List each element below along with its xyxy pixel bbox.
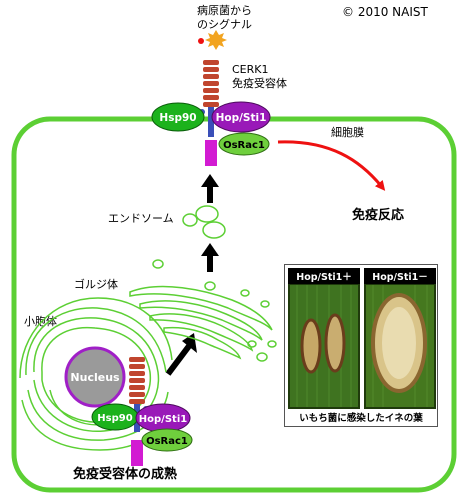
hsp90-bottom-label: Hsp90 xyxy=(97,413,132,424)
pathogen-signal-dot xyxy=(198,38,204,44)
endosome-label: エンドソーム xyxy=(108,212,174,225)
maturation-label: 免疫受容体の成熟 xyxy=(73,466,177,482)
hop-sti1-top: Hop/Sti1 xyxy=(211,101,271,133)
photo-right-label: Hop/Sti1－ xyxy=(372,272,428,283)
copyright-text: © 2010 NAIST xyxy=(342,5,429,19)
photo-caption: いもち菌に感染したイネの葉 xyxy=(299,413,423,424)
nucleus-label: Nucleus xyxy=(70,371,120,384)
endosome-vesicles xyxy=(182,205,226,239)
membrane-label: 細胞膜 xyxy=(331,126,364,139)
golgi-apparatus xyxy=(129,259,277,362)
rice-leaf-photos: Hop/Sti1＋ Hop/Sti1－ xyxy=(288,268,436,409)
transport-arrow-upper xyxy=(201,174,219,203)
rice-leaf-photo-panel: Hop/Sti1＋ Hop/Sti1－ いもち菌に感染したイネの葉 xyxy=(284,264,438,427)
osrac1-top: OsRac1 xyxy=(218,132,270,156)
lesion-left-1 xyxy=(300,318,322,374)
lesion-left-2 xyxy=(324,313,346,373)
er-label: 小胞体 xyxy=(24,314,57,328)
hop-sti1-bottom: Hop/Sti1 xyxy=(135,403,191,433)
immune-response-label: 免疫反応 xyxy=(352,207,404,223)
osrac1-top-label: OsRac1 xyxy=(223,140,265,151)
hsp90-bottom: Hsp90 xyxy=(91,403,139,431)
hsp90-top-label: Hsp90 xyxy=(159,112,196,124)
hop-sti1-bottom-label: Hop/Sti1 xyxy=(139,414,187,425)
signal-label-line1: 病原菌から xyxy=(197,3,252,17)
pathogen-signal-burst xyxy=(205,30,227,50)
photo-left-label: Hop/Sti1＋ xyxy=(296,272,352,283)
transport-arrow-lower xyxy=(165,333,197,376)
osrac1-bottom: OsRac1 xyxy=(141,428,193,452)
immune-response-arrow xyxy=(277,140,386,191)
hsp90-top: Hsp90 xyxy=(151,102,205,132)
receptor-label-line1: CERK1 xyxy=(232,63,269,76)
hop-sti1-top-label: Hop/Sti1 xyxy=(216,112,267,124)
golgi-label: ゴルジ体 xyxy=(74,277,118,291)
receptor-label-line2: 免疫受容体 xyxy=(232,76,287,90)
transport-arrow-middle xyxy=(201,243,219,272)
signal-label-line2: のシグナル xyxy=(197,17,252,31)
osrac1-bottom-label: OsRac1 xyxy=(146,436,188,447)
nucleus: Nucleus xyxy=(64,346,126,408)
